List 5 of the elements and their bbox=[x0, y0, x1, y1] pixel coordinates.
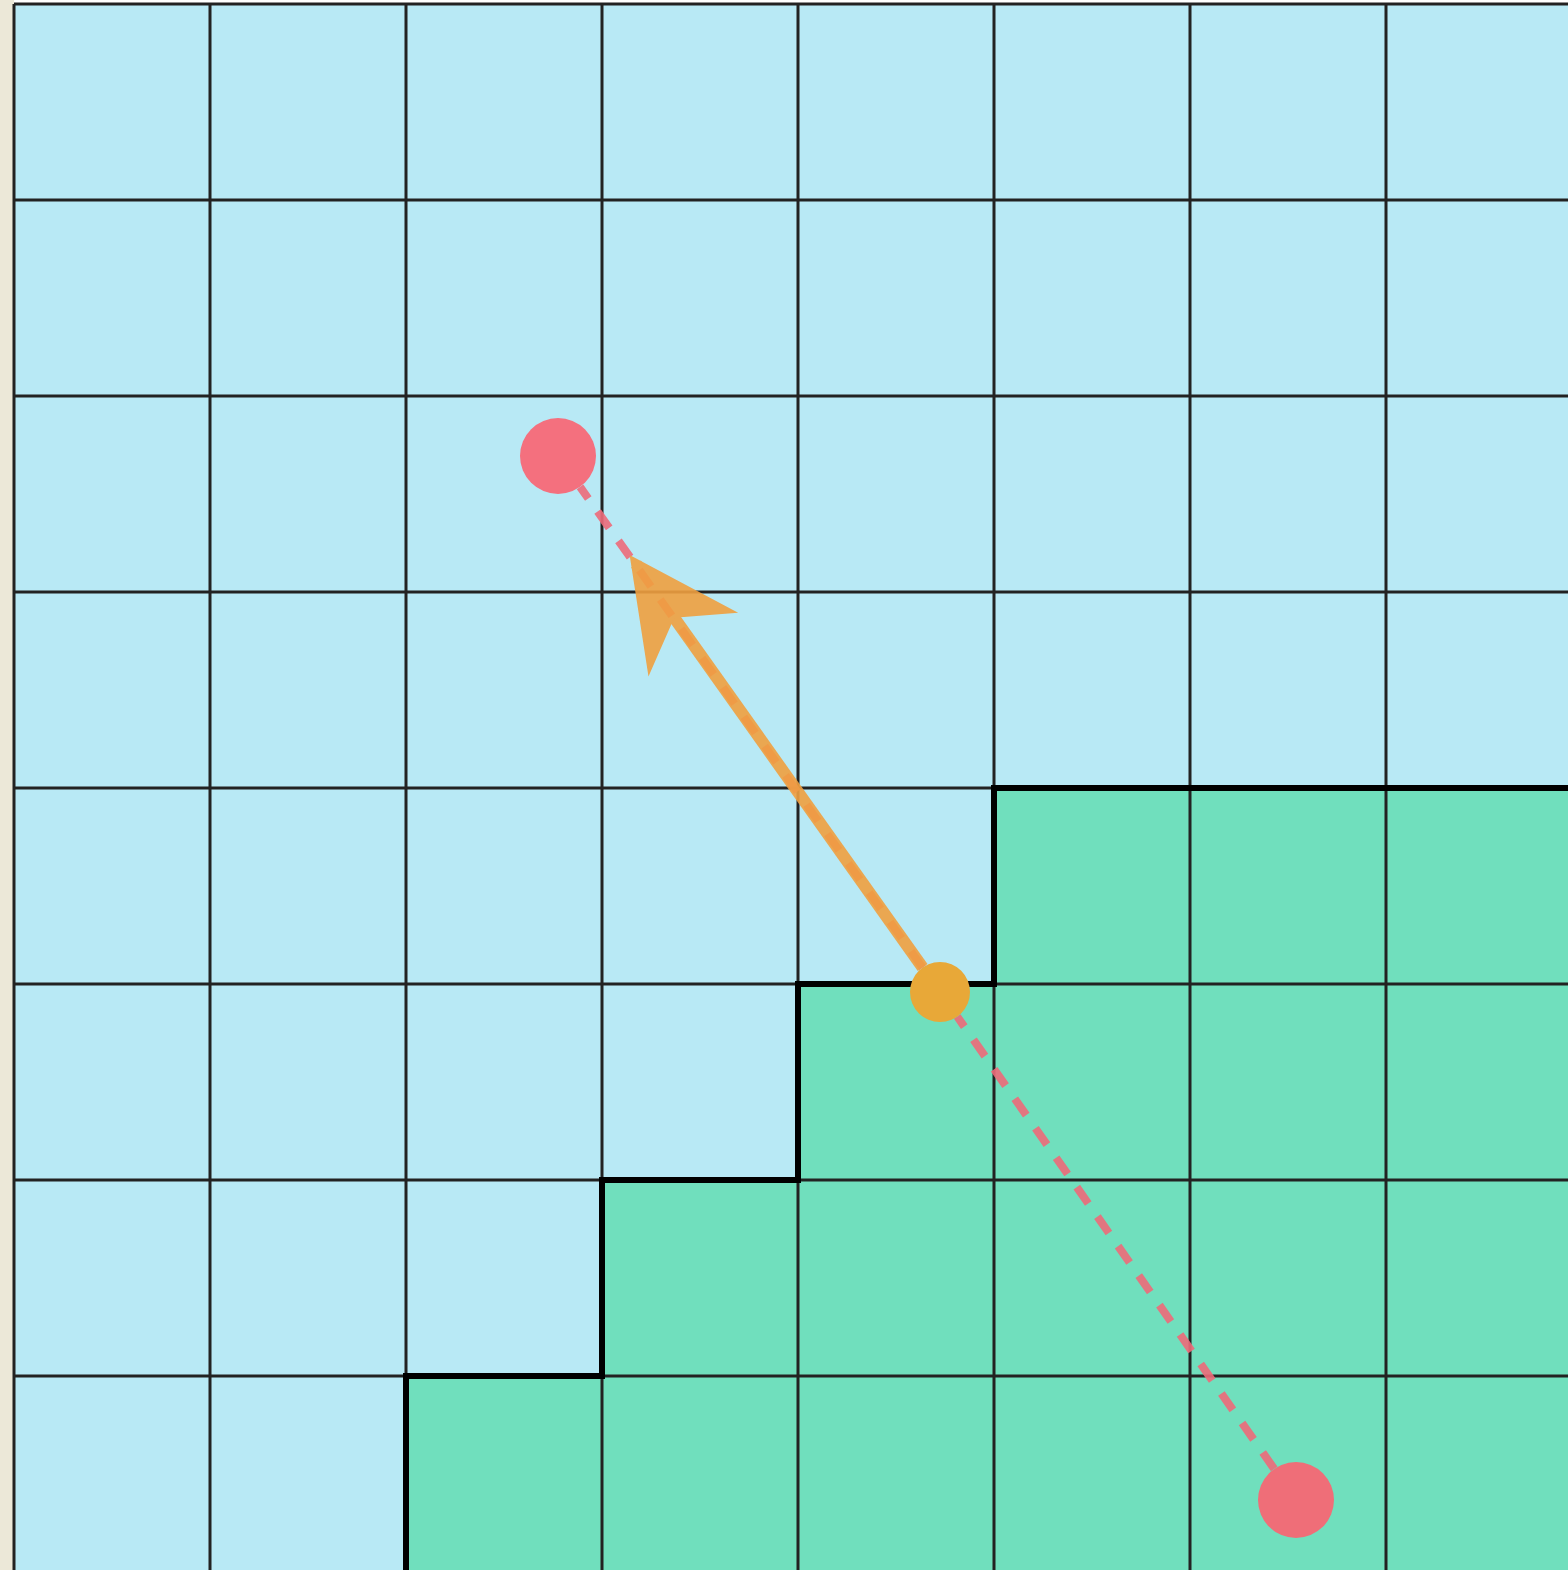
endpoint-dot bbox=[1258, 1462, 1334, 1538]
arrow bbox=[629, 555, 928, 971]
intersection-dot bbox=[910, 962, 970, 1022]
endpoint-dot bbox=[520, 418, 596, 494]
dashed-line bbox=[953, 1014, 1278, 1472]
